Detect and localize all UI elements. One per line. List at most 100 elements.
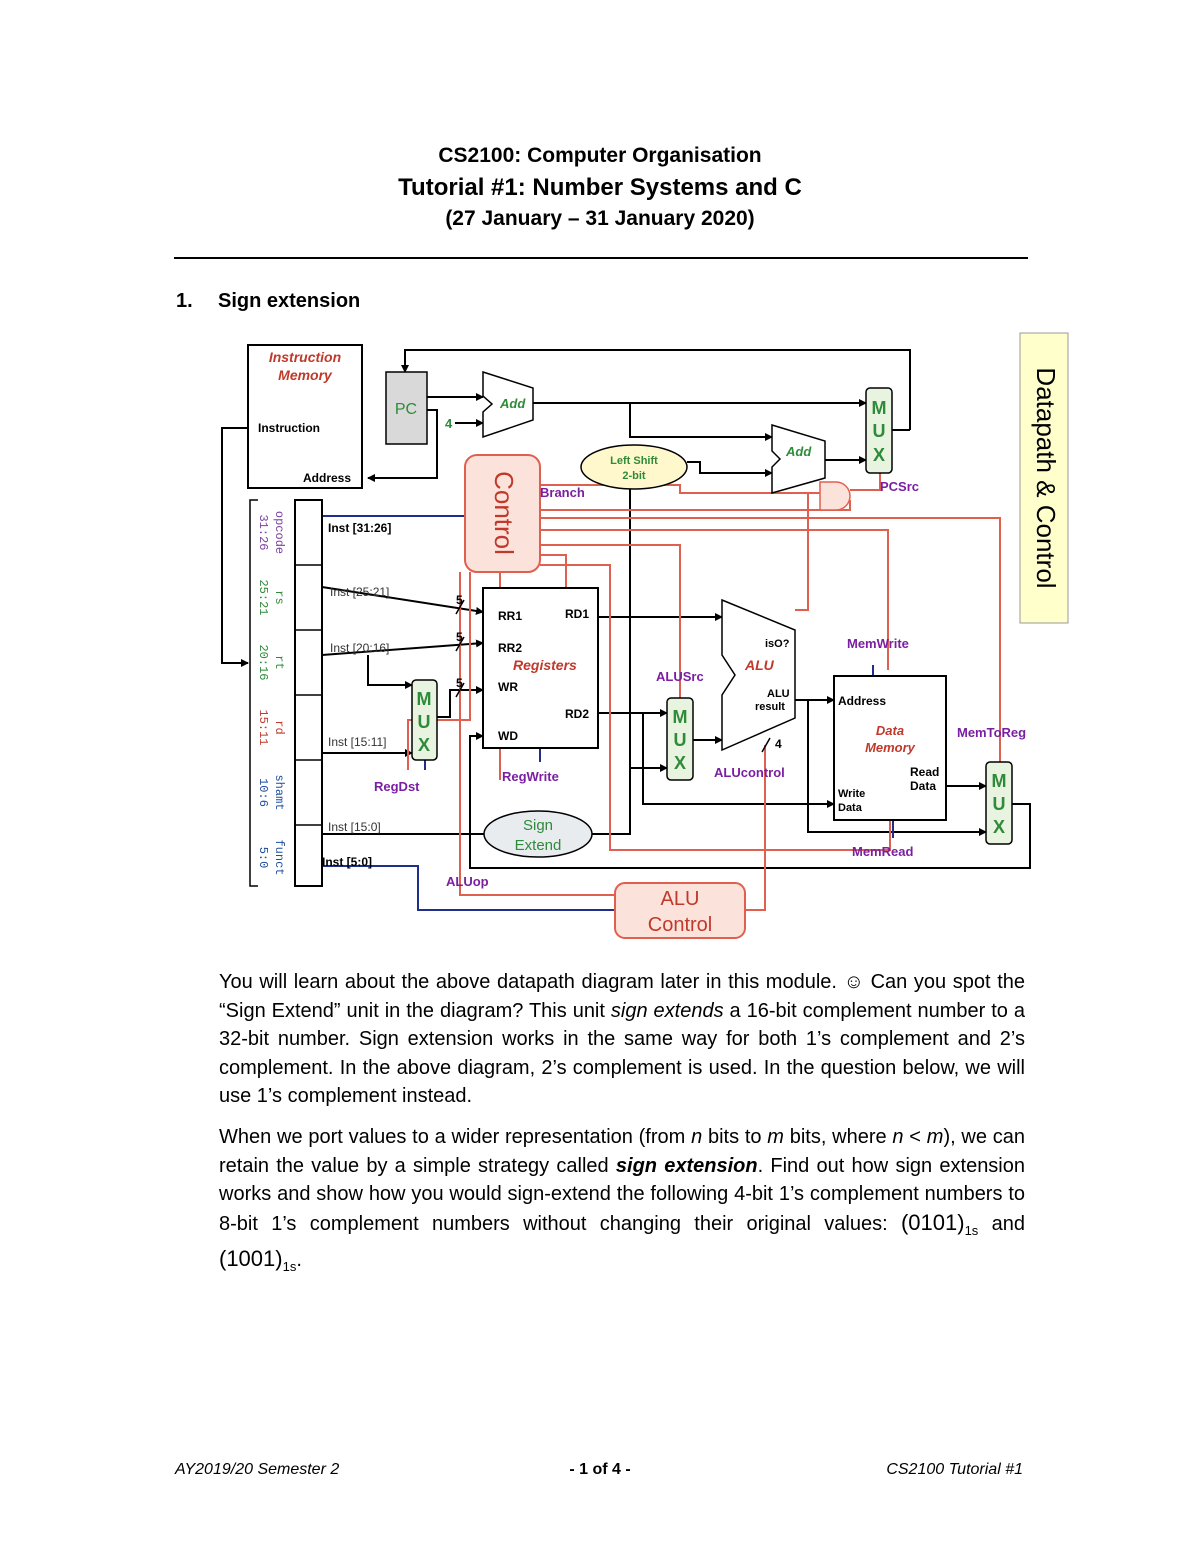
navy-wires bbox=[322, 515, 894, 911]
memtoreg-label: MemToReg bbox=[957, 725, 1026, 740]
left-shift-label2: 2-bit bbox=[622, 470, 646, 482]
bus-width-rr2: 5 bbox=[456, 630, 463, 644]
program-counter bbox=[385, 371, 428, 445]
sign-extend-unit bbox=[483, 810, 593, 858]
alusrc-mux-x: X bbox=[674, 753, 686, 773]
pc-mux-u: U bbox=[873, 421, 886, 441]
rr2-label: RR2 bbox=[498, 641, 522, 655]
inst-15-0-label: Inst [15:0] bbox=[328, 820, 381, 834]
instruction-fields bbox=[249, 499, 323, 887]
field-bits-funct: 5:0 bbox=[256, 847, 270, 869]
pc-adder bbox=[482, 370, 534, 439]
bus-width-markers bbox=[455, 599, 771, 753]
left-shift-unit bbox=[580, 444, 688, 490]
paragraph-intro-emphasis: sign extends bbox=[610, 999, 724, 1022]
memtoreg-mux-u: U bbox=[993, 794, 1006, 814]
pc-mux bbox=[865, 387, 893, 474]
field-name-rs: rs bbox=[272, 590, 286, 604]
tutorial-title: Tutorial #1: Number Systems and C bbox=[398, 174, 802, 201]
value-1001-subscript: 1s bbox=[282, 1259, 297, 1275]
data-memory-title1: Data bbox=[876, 723, 904, 738]
paragraph-question-text6: . Find out how sign extension works and … bbox=[219, 1154, 1026, 1235]
paragraph-question-text5: ), we can retain the value by a simple s… bbox=[219, 1126, 1025, 1177]
question-number: 1. bbox=[176, 290, 193, 312]
memread-label: MemRead bbox=[852, 844, 913, 859]
field-name-opcode: opcode bbox=[272, 511, 286, 554]
alu-control-label2: Control bbox=[648, 914, 712, 936]
regdst-mux-m: M bbox=[417, 689, 432, 709]
footer-page-number: - 1 of 4 - bbox=[569, 1461, 631, 1478]
header-divider bbox=[174, 257, 1028, 259]
paragraph-intro: You will learn about the above datapath … bbox=[219, 968, 1025, 1111]
field-bits-opcode: 31:26 bbox=[256, 514, 270, 550]
bus-width-alucontrol: 4 bbox=[775, 737, 782, 751]
field-name-rd: rd bbox=[272, 720, 286, 734]
bus-width-wr: 5 bbox=[456, 676, 463, 690]
field-name-funct: funct bbox=[272, 839, 286, 875]
footer-semester: AY2019/20 Semester 2 bbox=[175, 1461, 340, 1478]
paragraph-intro-text1: You will learn about the above datapath … bbox=[219, 971, 1025, 1022]
inst-20-16-label: Inst [20:16] bbox=[330, 641, 389, 655]
question-heading: 1. Sign extension bbox=[176, 290, 360, 313]
datapath-diagram: Instruction Memory Instruction Address P… bbox=[221, 332, 1069, 939]
var-m-1: m bbox=[767, 1126, 784, 1148]
black-wires bbox=[221, 349, 1031, 869]
regdst-mux bbox=[411, 679, 438, 761]
bus-width-rr1: 5 bbox=[456, 593, 463, 607]
paragraph-question-text3: bits, where bbox=[783, 1126, 893, 1148]
data-memory bbox=[833, 675, 947, 821]
read-data-label2: Data bbox=[910, 779, 936, 793]
read-data-label1: Read bbox=[910, 765, 939, 779]
rd2-label: RD2 bbox=[565, 707, 589, 721]
alu-result-label1: ALU bbox=[767, 688, 790, 700]
branch-adder-label: Add bbox=[785, 444, 812, 459]
rd1-label: RD1 bbox=[565, 607, 589, 621]
inst-15-11-label: Inst [15:11] bbox=[328, 735, 386, 749]
memtoreg-mux-x: X bbox=[993, 817, 1005, 837]
branch-label: Branch bbox=[540, 485, 585, 500]
paragraph-question-text8: . bbox=[296, 1249, 302, 1272]
branch-adder bbox=[771, 423, 826, 494]
value-1001: (1001) bbox=[219, 1246, 283, 1272]
side-title: Datapath & Control bbox=[1031, 367, 1061, 588]
wd-label: WD bbox=[498, 729, 518, 743]
pc-adder-label: Add bbox=[499, 396, 526, 411]
rr1-label: RR1 bbox=[498, 609, 522, 623]
course-title: CS2100: Computer Organisation bbox=[438, 144, 762, 167]
paragraph-question-text2: bits to bbox=[702, 1126, 768, 1148]
pc-mux-x: X bbox=[873, 445, 885, 465]
data-memory-address-label: Address bbox=[838, 694, 886, 708]
tutorial-dates: (27 January – 31 January 2020) bbox=[445, 207, 755, 230]
constant-four: 4 bbox=[445, 416, 453, 431]
side-title-box bbox=[1019, 332, 1069, 624]
var-m-2: m bbox=[926, 1126, 944, 1148]
register-file bbox=[482, 587, 599, 749]
inst-25-21-label: Inst [25:21] bbox=[330, 585, 389, 599]
write-data-label1: Write bbox=[838, 788, 865, 800]
alu bbox=[721, 598, 796, 752]
memtoreg-mux-m: M bbox=[992, 771, 1007, 791]
left-shift-label1: Left Shift bbox=[610, 455, 658, 467]
alusrc-label: ALUSrc bbox=[656, 669, 704, 684]
inst-31-26-label: Inst [31:26] bbox=[328, 521, 391, 535]
memwrite-label: MemWrite bbox=[847, 636, 909, 651]
question-title: Sign extension bbox=[218, 290, 361, 312]
alu-title: ALU bbox=[744, 657, 775, 673]
paragraph-question: When we port values to a wider represent… bbox=[219, 1123, 1025, 1282]
registers-title: Registers bbox=[513, 657, 577, 673]
field-name-rt: rt bbox=[272, 655, 286, 669]
pc-mux-m: M bbox=[872, 398, 887, 418]
alu-control-unit bbox=[614, 882, 746, 939]
footer-course: CS2100 Tutorial #1 bbox=[886, 1461, 1023, 1478]
instruction-label: Instruction bbox=[258, 421, 320, 435]
paragraph-question-text1: When we port values to a wider represent… bbox=[219, 1126, 692, 1148]
paragraph-question-text7: and bbox=[978, 1212, 1025, 1235]
alu-result-label2: result bbox=[755, 701, 785, 713]
aluop-label: ALUop bbox=[446, 874, 489, 889]
var-n-2: n bbox=[892, 1126, 904, 1148]
alu-control-label1: ALU bbox=[661, 888, 700, 910]
wr-label: WR bbox=[498, 680, 518, 694]
instruction-memory bbox=[247, 344, 363, 489]
field-labels: opcode31:26rs25:21rt20:16rd15:11shamt10:… bbox=[256, 511, 286, 876]
paragraph-intro-text2: a 16-bit complement number to a 32-bit n… bbox=[219, 999, 1026, 1108]
